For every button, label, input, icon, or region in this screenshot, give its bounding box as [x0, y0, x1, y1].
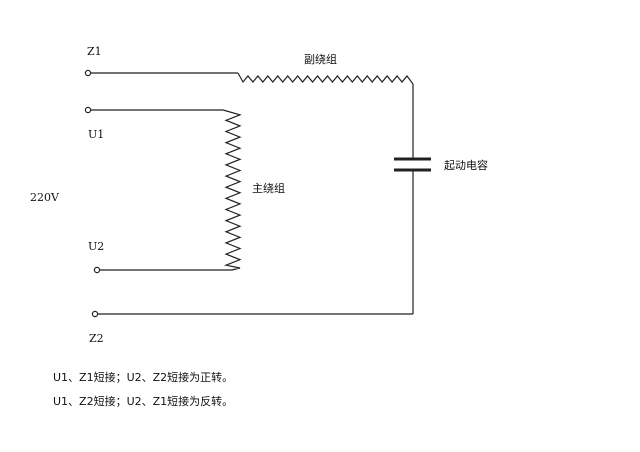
- label-voltage: 220V: [30, 191, 60, 204]
- label-u1: U1: [88, 128, 104, 141]
- label-main-winding: 主绕组: [252, 181, 285, 195]
- terminal-z1: [84, 69, 92, 77]
- label-capacitor: 起动电容: [444, 158, 488, 172]
- aux-winding-coil: [237, 72, 414, 85]
- terminal-u2: [93, 266, 101, 274]
- label-z1: Z1: [87, 45, 102, 58]
- label-u2: U2: [88, 240, 104, 253]
- note-reverse: U1、Z2短接；U2、Z1短接为反转。: [53, 394, 233, 408]
- terminal-u1: [84, 106, 92, 114]
- main-winding-coil: [222, 109, 242, 271]
- label-aux-winding: 副绕组: [304, 52, 337, 66]
- note-forward: U1、Z1短接；U2、Z2短接为正转。: [53, 370, 233, 384]
- terminal-z2: [91, 310, 99, 318]
- label-z2: Z2: [89, 332, 104, 345]
